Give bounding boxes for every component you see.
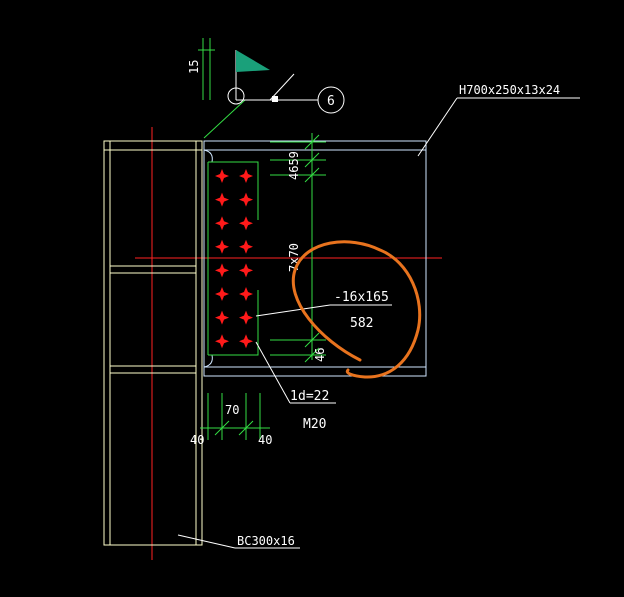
bolt: [215, 192, 229, 207]
bolt: [239, 310, 253, 325]
plate-leader: [255, 304, 331, 317]
beam-section-label: H700x250x13x24: [459, 83, 560, 97]
column: [103, 140, 203, 546]
bolt: [215, 216, 229, 231]
bolt: [215, 169, 229, 183]
plate-spec-label: -16x165: [334, 290, 389, 305]
bolt: [239, 192, 253, 207]
bolt: [215, 287, 229, 301]
bolt: [239, 263, 253, 278]
bolt-group: [215, 169, 253, 349]
bolt: [239, 287, 253, 301]
dim-edge-left-label: 40: [190, 433, 204, 447]
bolt-leader: [255, 341, 291, 404]
shear-plate: [207, 161, 259, 356]
bolt: [215, 310, 229, 325]
dim-bottom-label: 46: [313, 348, 327, 362]
bolt: [239, 169, 253, 183]
bolt: [239, 216, 253, 231]
bolt: [239, 239, 253, 254]
weld-size-label: 15: [187, 60, 201, 74]
weld-ref-label: 6: [327, 94, 335, 109]
dim-edge-right-label: 40: [258, 433, 272, 447]
bolt-hole-label: d=22: [298, 389, 329, 404]
dimension-chain-vertical: [270, 133, 326, 363]
dim-top-label: 4659: [287, 151, 301, 180]
bolt: [215, 239, 229, 254]
bolt: [239, 334, 253, 349]
dim-pitch-label: 7x70: [287, 243, 301, 272]
column-section-label: BC300x16: [237, 534, 295, 548]
beam: [203, 140, 427, 377]
beam-section-leader: [417, 97, 458, 157]
plate-length-label: 582: [350, 316, 373, 331]
markup-circle: [291, 240, 422, 379]
bolt: [215, 334, 229, 349]
weld-symbol: [198, 38, 345, 139]
dim-gauge-label: 70: [225, 403, 239, 417]
column-section-leader: [177, 534, 236, 549]
dimension-chain-horizontal: [200, 393, 270, 440]
bolt: [215, 263, 229, 278]
bolt-count-prefix: 1: [290, 389, 298, 404]
bolt-grade-label: M20: [303, 417, 326, 432]
